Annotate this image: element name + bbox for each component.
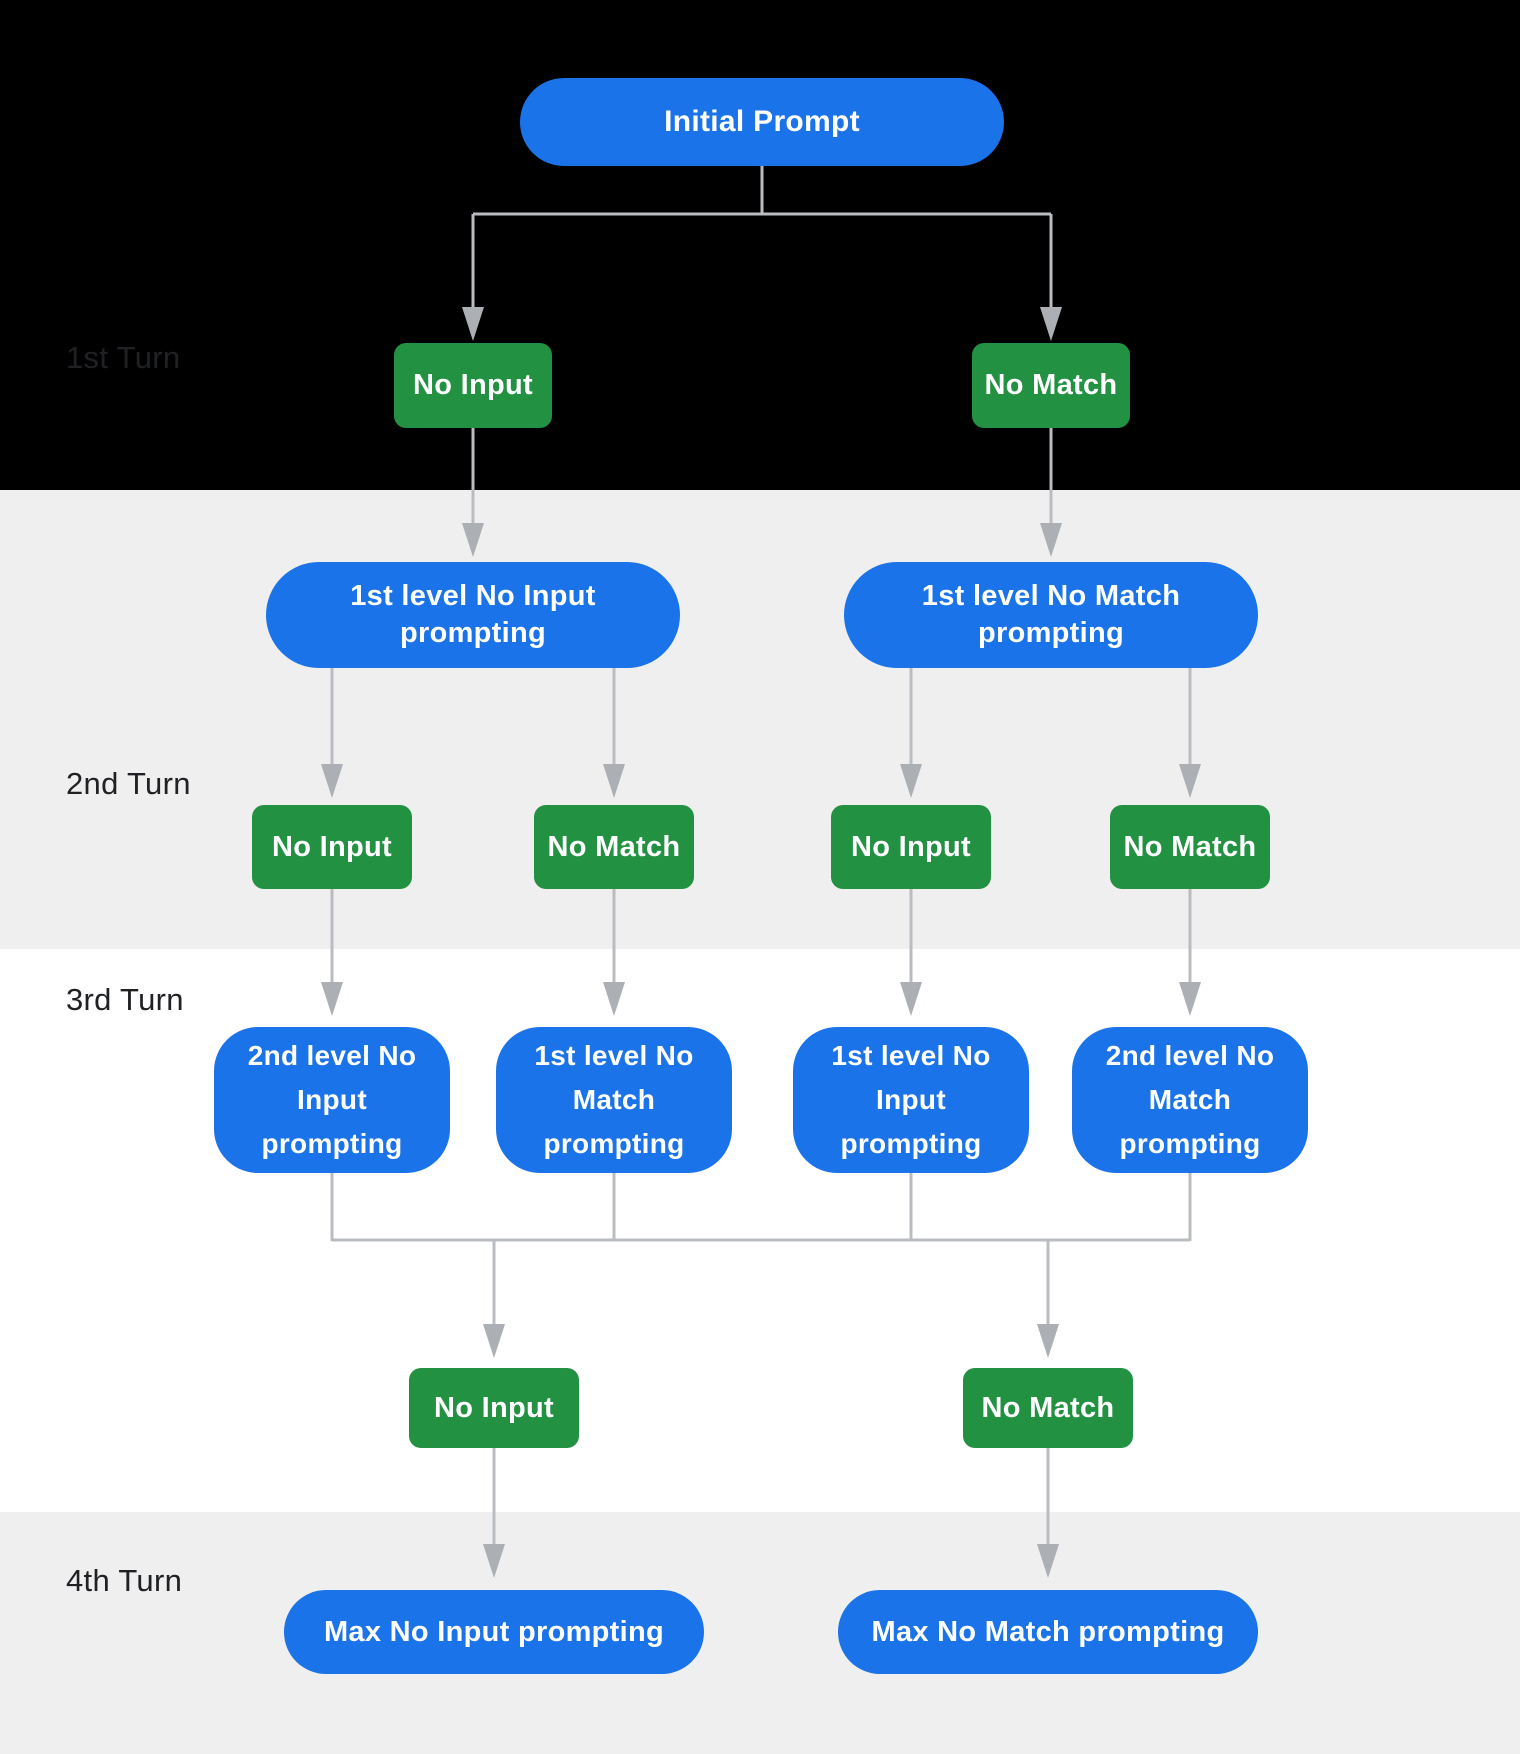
node-max-no-input-prompting: Max No Input prompting <box>284 1590 704 1674</box>
node-turn1-no-match: No Match <box>972 343 1130 428</box>
node-1st-level-no-match-prompting: 1st level No Match prompting <box>844 562 1258 668</box>
node-1st-level-no-input-prompting-2: 1st level No Input prompting <box>793 1027 1029 1173</box>
node-2nd-level-no-input-prompting: 2nd level No Input prompting <box>214 1027 450 1173</box>
node-turn2-no-match-right: No Match <box>1110 805 1270 889</box>
turn-label-2: 2nd Turn <box>66 766 191 801</box>
turn-label-3: 3rd Turn <box>66 982 184 1017</box>
band-turn3-bg <box>0 949 1520 1512</box>
node-turn3-no-input: No Input <box>409 1368 579 1448</box>
node-turn2-no-input-right: No Input <box>831 805 991 889</box>
node-turn3-no-match: No Match <box>963 1368 1133 1448</box>
node-1st-level-no-match-prompting-2: 1st level No Match prompting <box>496 1027 732 1173</box>
node-1st-level-no-input-prompting: 1st level No Input prompting <box>266 562 680 668</box>
band-turn1-bg <box>0 0 1520 490</box>
band-turn4-bg <box>0 1512 1520 1754</box>
node-max-no-match-prompting: Max No Match prompting <box>838 1590 1258 1674</box>
turn-label-1: 1st Turn <box>66 340 181 375</box>
node-turn2-no-match-left: No Match <box>534 805 694 889</box>
node-initial-prompt: Initial Prompt <box>520 78 1004 166</box>
band-turn2-bg <box>0 490 1520 949</box>
node-2nd-level-no-match-prompting: 2nd level No Match prompting <box>1072 1027 1308 1173</box>
node-turn1-no-input: No Input <box>394 343 552 428</box>
turn-label-4: 4th Turn <box>66 1563 183 1598</box>
node-turn2-no-input-left: No Input <box>252 805 412 889</box>
